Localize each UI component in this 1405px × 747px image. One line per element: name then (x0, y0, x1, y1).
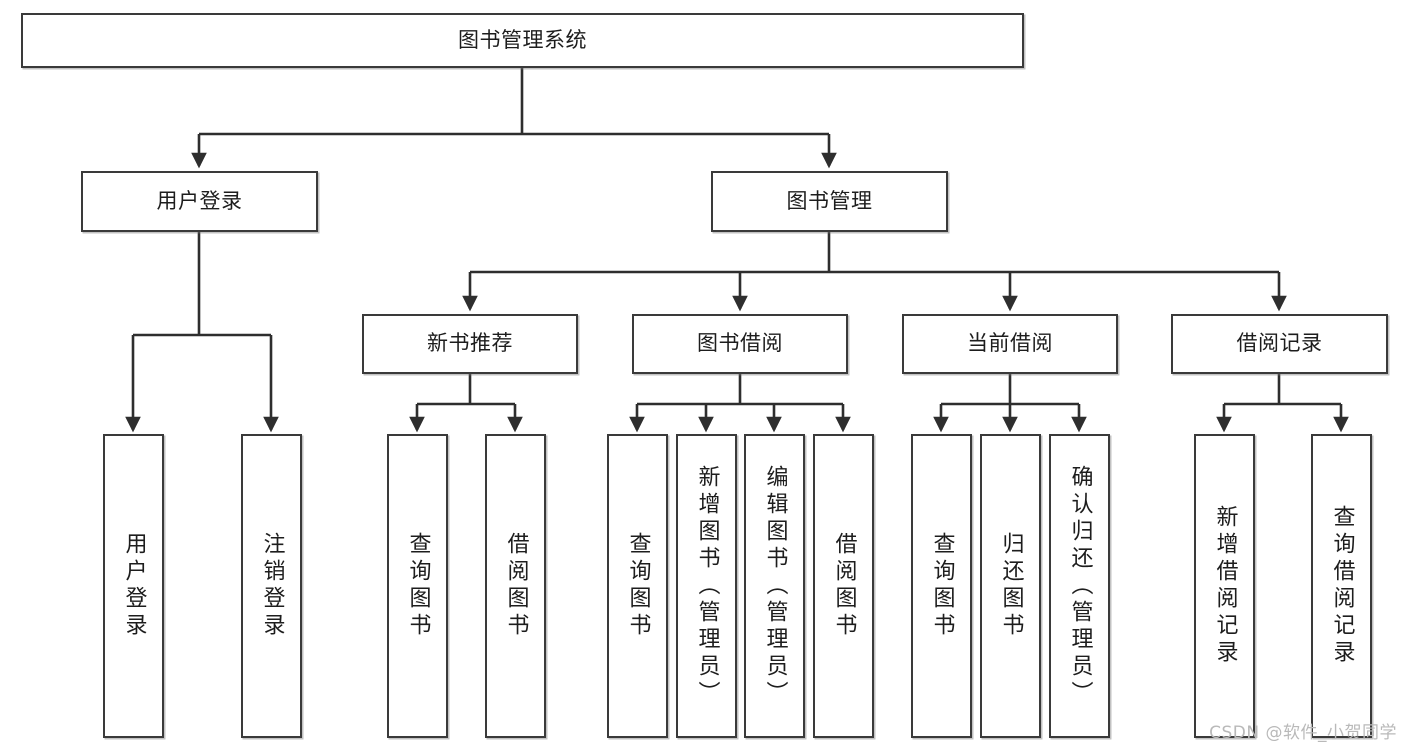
leaf-user-login-logout[interactable]: 注销登录 (241, 434, 302, 738)
node-label: 借阅图书 (503, 532, 529, 640)
node-label: 借阅图书 (831, 532, 857, 640)
node-label: 用户登录 (156, 188, 243, 213)
node-user-login[interactable]: 用户登录 (81, 171, 318, 232)
node-label: 借阅记录 (1236, 331, 1323, 356)
node-label: 新增借阅记录 (1212, 505, 1238, 667)
leaf-book-borrow-query[interactable]: 查询图书 (607, 434, 668, 738)
leaf-current-borrow-query[interactable]: 查询图书 (911, 434, 972, 738)
node-label: 查询借阅记录 (1329, 505, 1355, 667)
node-label: 查询图书 (929, 532, 955, 640)
leaf-borrow-record-query[interactable]: 查询借阅记录 (1311, 434, 1372, 738)
node-book-management[interactable]: 图书管理 (711, 171, 948, 232)
leaf-book-borrow-borrow[interactable]: 借阅图书 (813, 434, 874, 738)
node-book-borrow[interactable]: 图书借阅 (632, 314, 848, 374)
leaf-current-borrow-confirm-return-admin[interactable]: 确认归还（管理员） (1049, 434, 1110, 738)
node-current-borrow[interactable]: 当前借阅 (902, 314, 1118, 374)
node-borrow-record[interactable]: 借阅记录 (1171, 314, 1388, 374)
leaf-book-borrow-add-admin[interactable]: 新增图书（管理员） (676, 434, 737, 738)
node-label: 查询图书 (625, 532, 651, 640)
leaf-book-borrow-edit-admin[interactable]: 编辑图书（管理员） (744, 434, 805, 738)
leaf-new-book-borrow[interactable]: 借阅图书 (485, 434, 546, 738)
node-label: 图书借阅 (697, 331, 783, 356)
node-new-book-recommend[interactable]: 新书推荐 (362, 314, 578, 374)
csdn-watermark: CSDN @软件_小贺同学 (1209, 723, 1397, 743)
node-label: 注销登录 (259, 532, 285, 640)
node-label: 图书管理系统 (458, 27, 587, 52)
leaf-current-borrow-return[interactable]: 归还图书 (980, 434, 1041, 738)
leaf-new-book-query[interactable]: 查询图书 (387, 434, 448, 738)
node-label: 当前借阅 (967, 331, 1053, 356)
node-label: 编辑图书（管理员） (762, 464, 788, 708)
leaf-borrow-record-add[interactable]: 新增借阅记录 (1194, 434, 1255, 738)
node-label: 新书推荐 (427, 331, 513, 356)
node-label: 查询图书 (405, 532, 431, 640)
node-label: 确认归还（管理员） (1067, 464, 1093, 708)
leaf-user-login-login[interactable]: 用户登录 (103, 434, 164, 738)
node-root-book-management-system[interactable]: 图书管理系统 (21, 13, 1024, 68)
node-label: 新增图书（管理员） (694, 464, 720, 708)
node-label: 图书管理 (786, 188, 873, 213)
node-label: 用户登录 (121, 532, 147, 640)
node-label: 归还图书 (998, 532, 1024, 640)
